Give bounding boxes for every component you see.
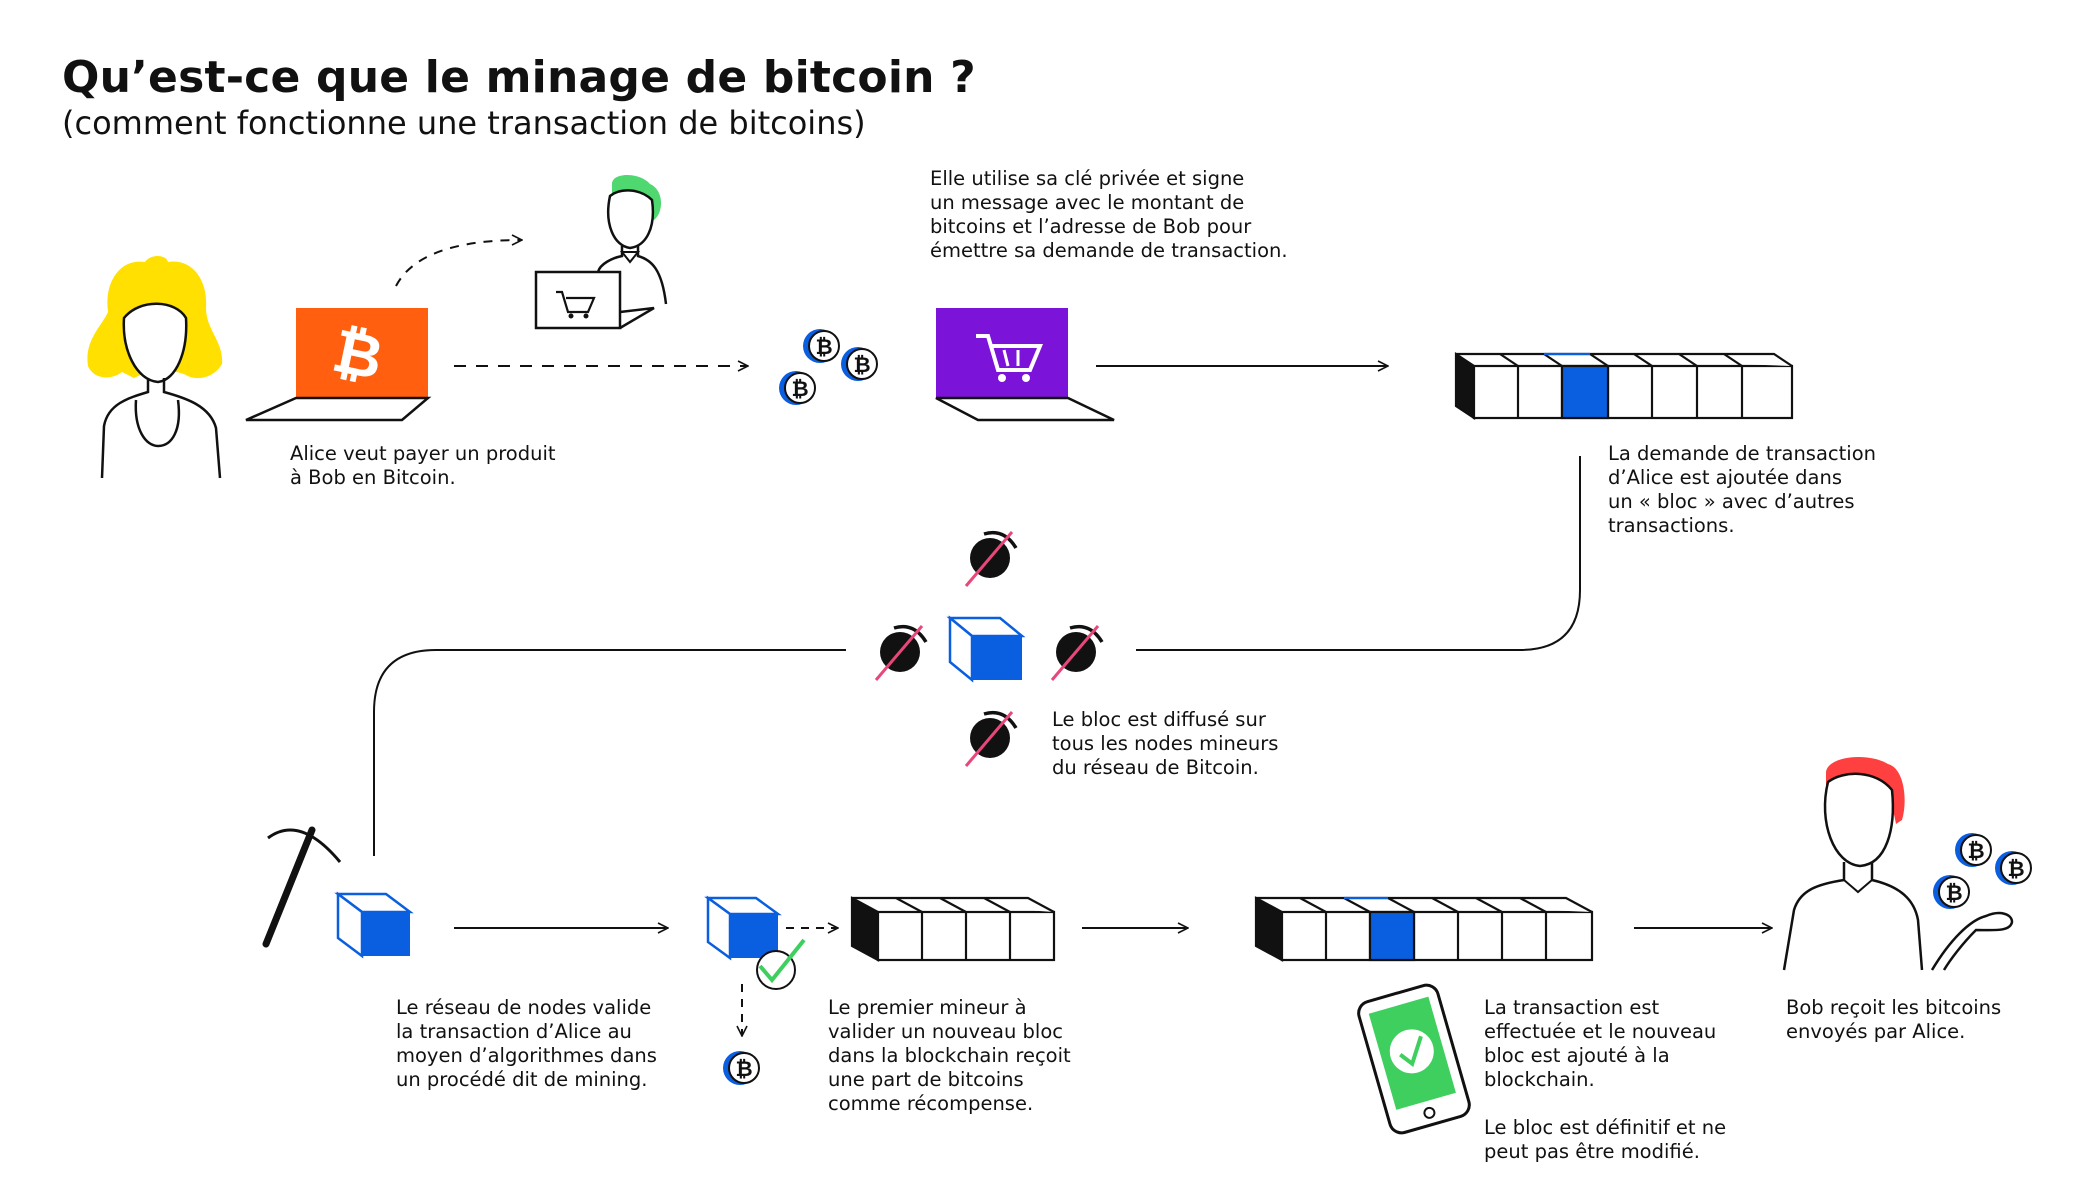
caption-step5: Le réseau de nodes valide la transaction…	[396, 996, 657, 1092]
caption-line: un message avec le montant de	[930, 191, 1245, 214]
caption-line: Le bloc est définitif et ne	[1484, 1116, 1727, 1139]
bitcoin-laptop-icon: ₿	[245, 308, 432, 422]
pickaxe-icon	[262, 826, 342, 948]
caption-line: Elle utilise sa clé privée et signe	[930, 167, 1245, 190]
caption-line: un « bloc » avec d’autres	[1608, 490, 1855, 513]
caption-line: effectuée et le nouveau	[1484, 1020, 1717, 1043]
caption-line: Bob reçoit les bitcoins	[1786, 996, 2002, 1019]
caption-line: la transaction d’Alice au	[396, 1020, 632, 1043]
blockchain-icon	[850, 896, 1056, 962]
bitcoin-coin-icon	[802, 328, 840, 364]
caption-line: Le réseau de nodes valide	[396, 996, 652, 1019]
caption-line: dans la blockchain reçoit	[828, 1044, 1071, 1067]
bob-figure-icon	[1782, 757, 2014, 971]
page-subtitle: (comment fonctionne une transaction de b…	[62, 104, 866, 142]
bitcoin-coin-icon	[778, 370, 816, 406]
caption-step1: Alice veut payer un produit à Bob en Bit…	[290, 442, 556, 490]
caption-line: Le premier mineur à	[828, 996, 1027, 1019]
bitcoin-coin-icon	[1954, 832, 1992, 868]
caption-step4: Le bloc est diffusé sur tous les nodes m…	[1052, 708, 1278, 780]
caption-line: d’Alice est ajoutée dans	[1608, 466, 1843, 489]
block-cube-icon	[704, 895, 782, 961]
caption-step8: Bob reçoit les bitcoins envoyés par Alic…	[1786, 996, 2001, 1044]
bitcoin-coin-icon	[1994, 850, 2032, 886]
miner-icon	[874, 624, 928, 682]
alice-figure-icon	[87, 256, 223, 479]
caption-line: du réseau de Bitcoin.	[1052, 756, 1259, 779]
block-cube-icon	[334, 891, 414, 959]
flow-arrow-to-vendor	[395, 240, 522, 287]
bitcoin-coin-icon	[1932, 874, 1970, 910]
cart-laptop-icon	[935, 308, 1115, 422]
caption-line: blockchain.	[1484, 1068, 1595, 1091]
flow-connector-right	[1136, 456, 1581, 651]
miner-icon	[964, 530, 1018, 588]
checkmark-icon	[756, 938, 806, 990]
caption-line: La transaction est	[1484, 996, 1660, 1019]
phone-check-icon	[1357, 983, 1471, 1135]
caption-step2: Elle utilise sa clé privée et signe un m…	[930, 167, 1288, 263]
flow-connector-left	[373, 649, 846, 856]
caption-line: un procédé dit de mining.	[396, 1068, 648, 1091]
blockchain-icon	[1454, 351, 1794, 421]
caption-line: bitcoins et l’adresse de Bob pour	[930, 215, 1252, 238]
page-title: Qu’est-ce que le minage de bitcoin ?	[62, 52, 976, 103]
caption-step7b: Le bloc est définitif et ne peut pas êtr…	[1484, 1116, 1726, 1164]
miner-icon	[1050, 624, 1104, 682]
caption-line: émettre sa demande de transaction.	[930, 239, 1288, 262]
caption-line: peut pas être modifié.	[1484, 1140, 1700, 1163]
bitcoin-coin-icon	[722, 1050, 760, 1086]
caption-line: La demande de transaction	[1608, 442, 1876, 465]
caption-line: transactions.	[1608, 514, 1735, 537]
caption-step3: La demande de transaction d’Alice est aj…	[1608, 442, 1876, 538]
vendor-figure-icon	[534, 175, 668, 330]
caption-line: comme récompense.	[828, 1092, 1034, 1115]
caption-line: bloc est ajouté à la	[1484, 1044, 1670, 1067]
caption-line: à Bob en Bitcoin.	[290, 466, 456, 489]
caption-line: valider un nouveau bloc	[828, 1020, 1063, 1043]
caption-line: moyen d’algorithmes dans	[396, 1044, 657, 1067]
caption-line: tous les nodes mineurs	[1052, 732, 1279, 755]
bitcoin-coin-icon	[840, 346, 878, 382]
caption-step7: La transaction est effectuée et le nouve…	[1484, 996, 1716, 1092]
caption-step6: Le premier mineur à valider un nouveau b…	[828, 996, 1071, 1116]
caption-line: Le bloc est diffusé sur	[1052, 708, 1266, 731]
block-cube-icon	[946, 615, 1026, 683]
miner-icon	[964, 710, 1018, 768]
caption-line: envoyés par Alice.	[1786, 1020, 1966, 1043]
caption-line: Alice veut payer un produit	[290, 442, 556, 465]
caption-line: une part de bitcoins	[828, 1068, 1024, 1091]
blockchain-icon	[1254, 896, 1594, 962]
